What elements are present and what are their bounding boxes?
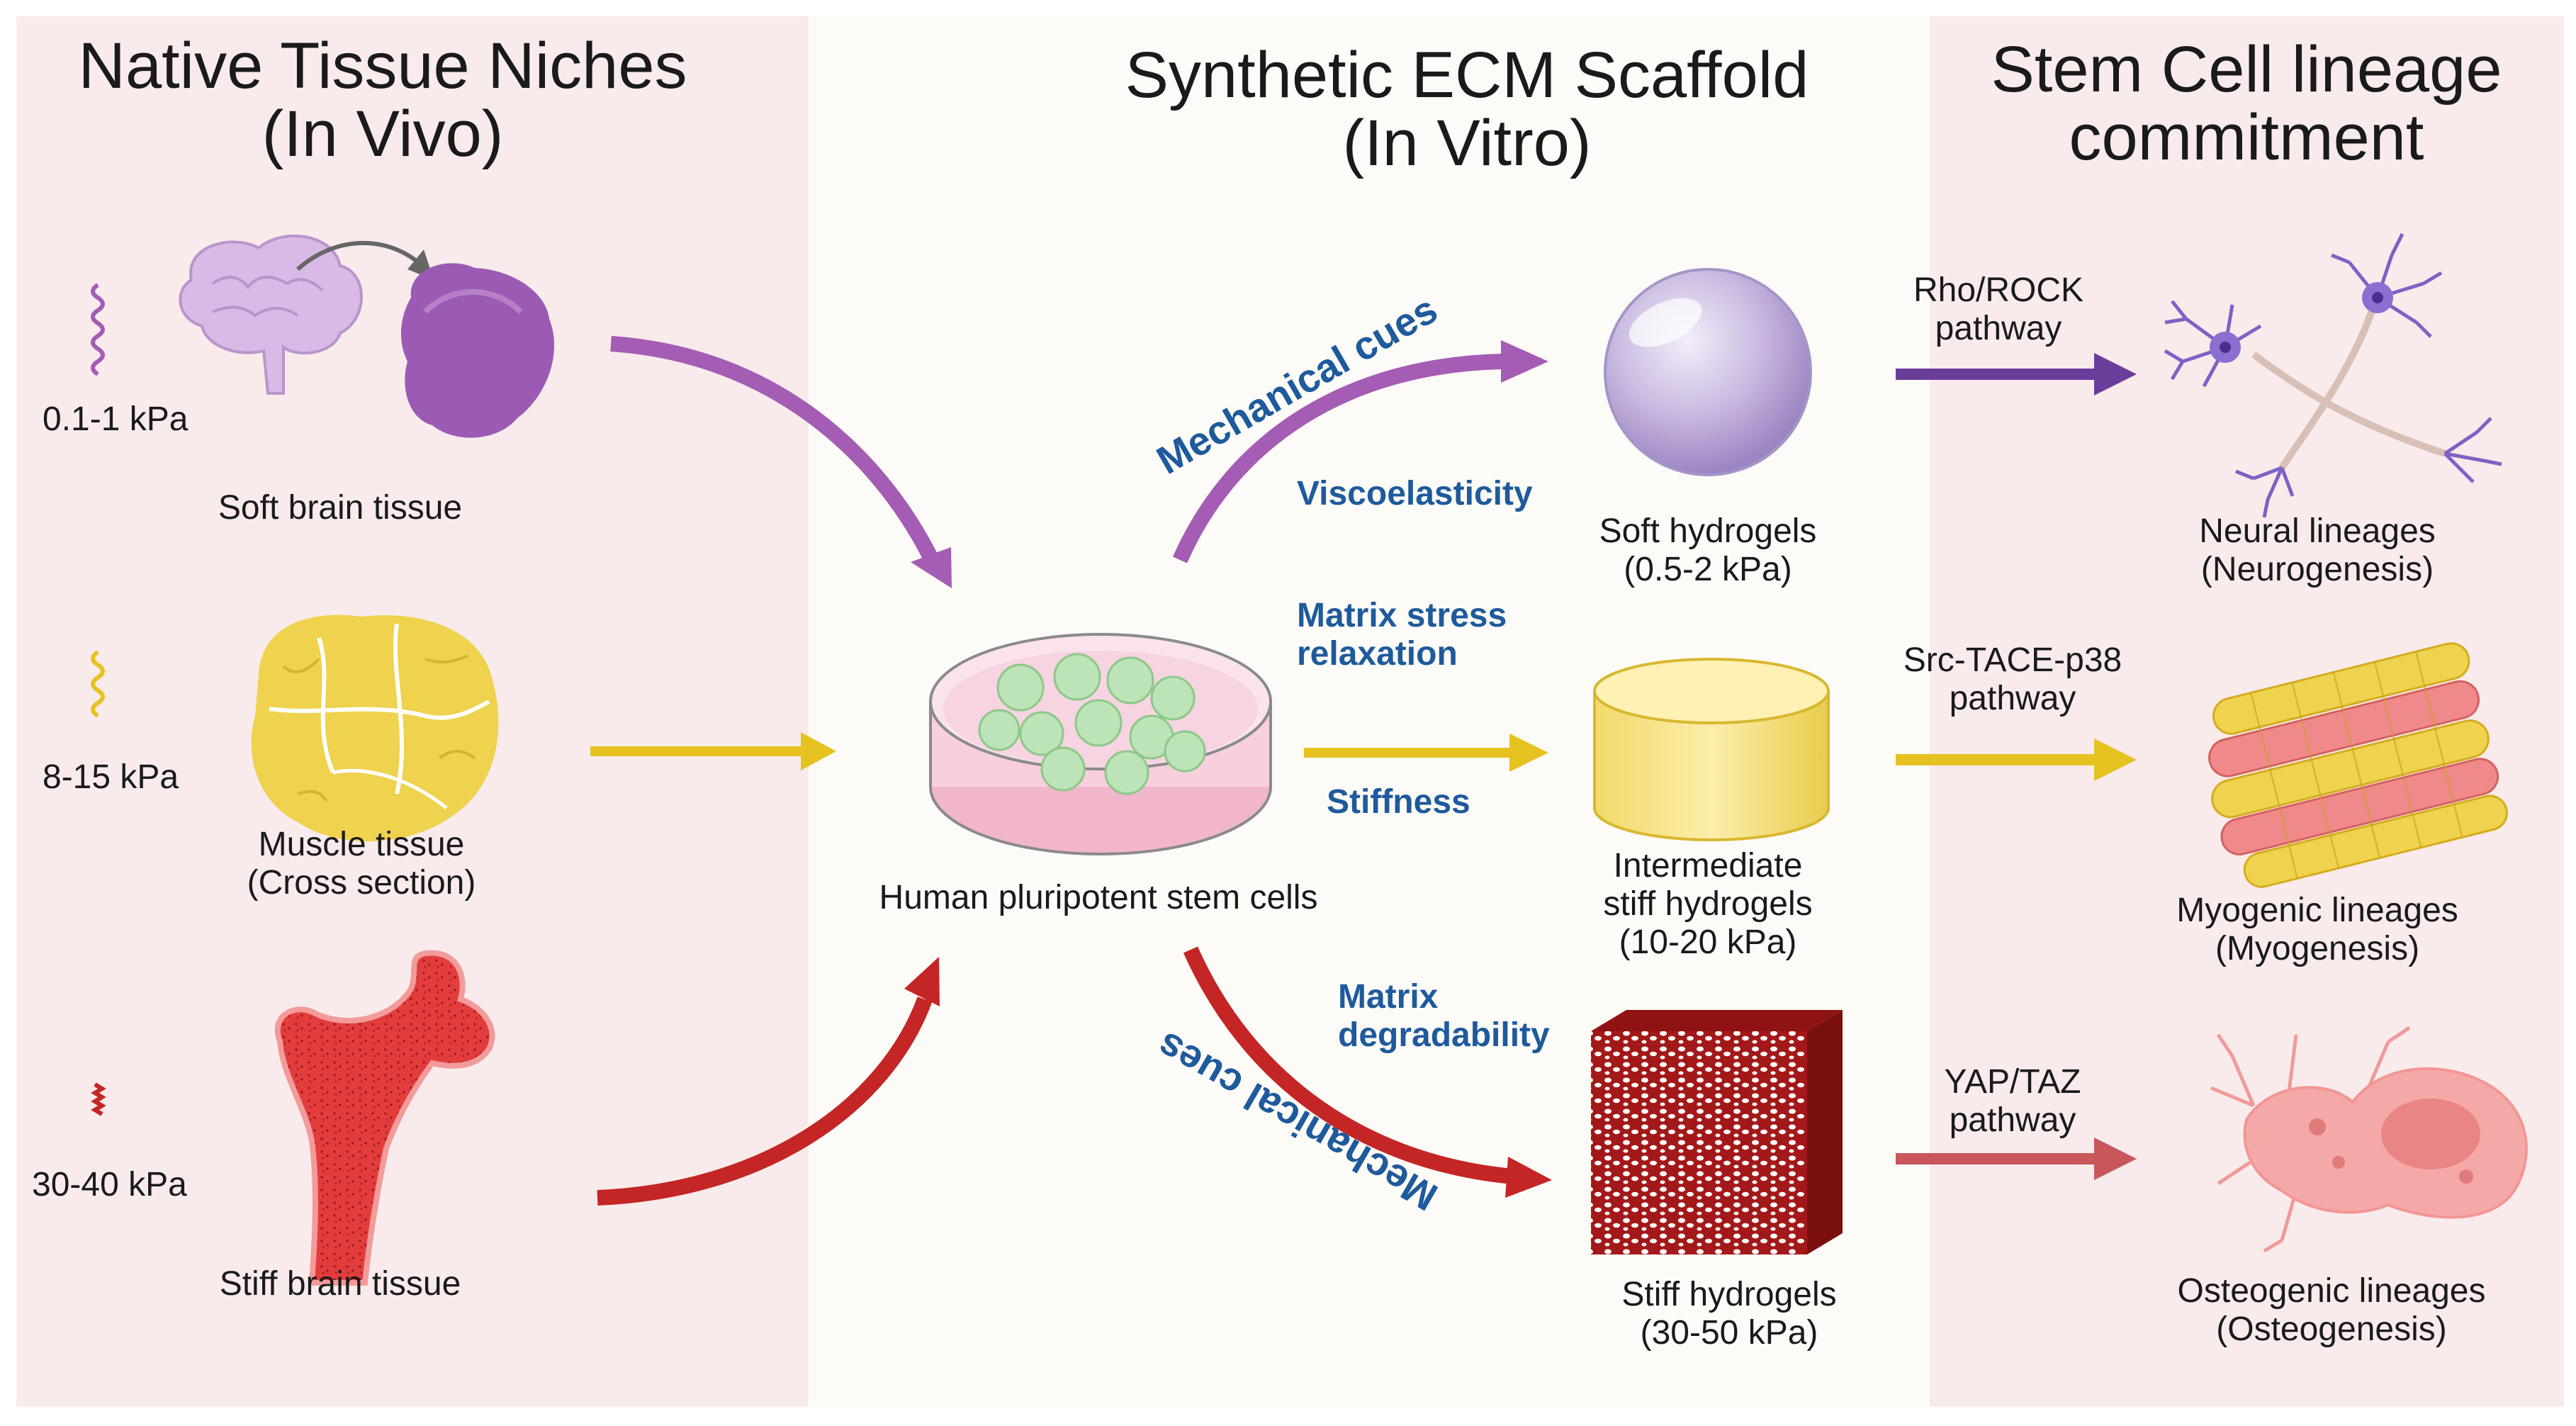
stiff-hydrogel-label: Stiff hydrogels (30-50 kPa)	[1559, 1276, 1899, 1352]
degradability-line1: Matrix	[1338, 978, 1439, 1016]
yap-taz-arrow	[1896, 1138, 2137, 1180]
myogenic-lineage-line1: Myogenic lineages	[2176, 892, 2458, 929]
rho-rock-label: Rho/ROCK pathway	[1871, 271, 2126, 348]
stem-cells-label: Human pluripotent stem cells	[879, 879, 1318, 916]
native-title-line2: (In Vivo)	[261, 98, 504, 170]
bone-icon	[274, 950, 495, 1286]
myogenic-lineage-line2: (Myogenesis)	[2215, 930, 2420, 967]
stress-relaxation-line1: Matrix stress	[1297, 597, 1507, 634]
muscle-spring-icon	[91, 650, 105, 718]
src-tace-label: Src-TACE-p38 pathway	[1871, 641, 2154, 718]
purple-curved-arrow	[610, 336, 952, 588]
src-tace-line1: Src-TACE-p38	[1903, 641, 2122, 679]
neural-lineage-label: Neural lineages (Neurogenesis)	[2176, 512, 2459, 589]
degradability-label: Matrix degradability	[1338, 978, 1550, 1055]
muscle-tissue-label-line2: (Cross section)	[247, 864, 476, 902]
synthetic-title-line1: Synthetic ECM Scaffold	[1125, 39, 1809, 111]
src-tace-arrow	[1896, 739, 2137, 781]
lineage-title: Stem Cell lineage commitment	[1949, 35, 2544, 172]
soft-hydrogel-line2: (0.5-2 kPa)	[1624, 551, 1792, 588]
brain-tissue-blob-icon	[400, 263, 555, 438]
lineage-title-line1: Stem Cell lineage	[1991, 33, 2502, 106]
neural-lineage-line2: (Neurogenesis)	[2200, 551, 2434, 588]
osteogenic-lineage-line1: Osteogenic lineages	[2177, 1272, 2486, 1310]
degradability-line2: degradability	[1338, 1016, 1550, 1054]
neurons-icon	[2164, 232, 2502, 518]
native-title-line1: Native Tissue Niches	[78, 30, 687, 102]
osteocyte-icon	[2210, 1026, 2528, 1253]
muscle-tissue-label-line1: Muscle tissue	[258, 826, 465, 863]
soft-stiffness-label: 0.1-1 kPa	[43, 400, 189, 438]
intermediate-hydrogel-line2: stiff hydrogels	[1603, 885, 1813, 923]
soft-tissue-label: Soft brain tissue	[218, 489, 463, 527]
viscoelasticity-label: Viscoelasticity	[1297, 475, 1533, 512]
brain-icon	[179, 234, 363, 395]
yap-taz-line2: pathway	[1949, 1101, 2076, 1139]
intermediate-hydrogel-line1: Intermediate	[1613, 847, 1803, 885]
synthetic-title-line2: (In Vitro)	[1342, 107, 1592, 179]
mechanical-cues-top-arrow	[1172, 340, 1548, 563]
yap-taz-label: YAP/TAZ pathway	[1885, 1063, 2140, 1140]
soft-hydrogel-line1: Soft hydrogels	[1599, 512, 1817, 550]
intermediate-hydrogel-cylinder-icon	[1593, 658, 1830, 841]
petri-dish-icon	[929, 633, 1272, 855]
stiff-hydrogel-line2: (30-50 kPa)	[1640, 1314, 1818, 1352]
stiff-hydrogel-sponge-icon	[1591, 1010, 1843, 1254]
osteogenic-lineage-label: Osteogenic lineages (Osteogenesis)	[2154, 1272, 2509, 1349]
intermediate-hydrogel-line3: (10-20 kPa)	[1619, 923, 1797, 961]
muscle-tissue-label: Muscle tissue (Cross section)	[177, 826, 546, 902]
mechanical-cues-bottom-arrow	[1183, 946, 1552, 1198]
soft-spring-icon	[91, 283, 105, 376]
stress-relaxation-label: Matrix stress relaxation	[1297, 597, 1507, 673]
muscle-fibers-icon	[2208, 642, 2508, 888]
muscle-cross-section-icon	[251, 614, 499, 842]
stiff-stiffness-label: 30-40 kPa	[32, 1166, 187, 1203]
soft-hydrogel-label: Soft hydrogels (0.5-2 kPa)	[1538, 512, 1878, 589]
osteogenic-lineage-line2: (Osteogenesis)	[2216, 1310, 2447, 1348]
rho-rock-arrow	[1896, 353, 2137, 395]
yellow-arrow	[590, 732, 836, 770]
rho-rock-line1: Rho/ROCK	[1913, 271, 2084, 309]
native-title: Native Tissue Niches (In Vivo)	[43, 32, 723, 168]
muscle-stiffness-label: 8-15 kPa	[43, 758, 179, 796]
yap-taz-line1: YAP/TAZ	[1944, 1063, 2081, 1101]
stiff-spring-icon	[91, 1082, 106, 1116]
stiffness-arrow	[1304, 734, 1548, 772]
red-curved-arrow	[597, 957, 940, 1206]
neural-lineage-line1: Neural lineages	[2199, 512, 2436, 550]
stiffness-label: Stiffness	[1327, 783, 1470, 821]
src-tace-line2: pathway	[1949, 680, 2076, 717]
myogenic-lineage-label: Myogenic lineages (Myogenesis)	[2154, 892, 2480, 968]
stress-relaxation-line2: relaxation	[1297, 635, 1458, 673]
stiff-tissue-label: Stiff brain tissue	[219, 1265, 461, 1303]
lineage-title-line2: commitment	[2069, 101, 2424, 174]
stiff-hydrogel-line1: Stiff hydrogels	[1621, 1276, 1837, 1313]
synthetic-title: Synthetic ECM Scaffold (In Vitro)	[1091, 41, 1843, 177]
rho-rock-line2: pathway	[1935, 310, 2062, 347]
intermediate-hydrogel-label: Intermediate stiff hydrogels (10-20 kPa)	[1538, 847, 1878, 962]
soft-hydrogel-sphere-icon	[1604, 268, 1812, 476]
